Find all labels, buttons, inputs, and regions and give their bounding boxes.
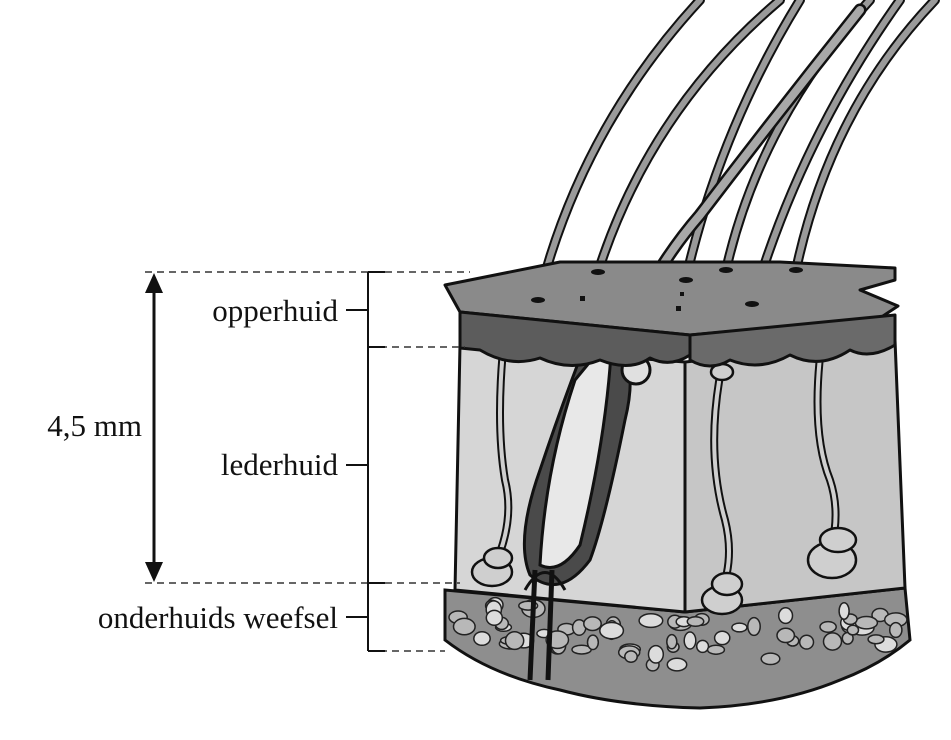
fat-lobule (822, 632, 843, 651)
fat-lobule (599, 621, 625, 640)
sweat-glands (491, 326, 840, 599)
hair-follicle (522, 328, 632, 681)
label-subcutis: onderhuids weefsel (98, 600, 338, 635)
fat-lobules (448, 596, 908, 672)
fat-lobule (777, 607, 794, 625)
fat-lobule (846, 624, 860, 636)
fat-lobule (586, 634, 600, 651)
fat-lobule (504, 631, 525, 651)
fat-lobule (747, 616, 761, 637)
fat-lobule (666, 657, 688, 672)
sweat-duct (493, 328, 511, 567)
fat-lobule (760, 652, 781, 666)
hair (793, 0, 938, 273)
fat-lobule (666, 633, 678, 650)
hair-root (527, 569, 555, 681)
fat-lobule (706, 644, 726, 655)
fat-lobule (638, 613, 664, 629)
fat-lobule (798, 634, 815, 650)
layer-bracket (346, 271, 385, 652)
label-thickness: 4,5 mm (47, 408, 142, 443)
fat-lobule (452, 617, 476, 636)
fat-lobule (583, 616, 602, 632)
fat-lobule (473, 630, 491, 647)
hair (721, 0, 875, 275)
hair-bulb (523, 571, 567, 591)
fat-lobule (695, 639, 710, 654)
hair (683, 0, 803, 281)
fat-lobule (624, 650, 638, 664)
hair (723, 0, 873, 273)
fat-lobule (838, 602, 850, 620)
sweat-duct (815, 338, 838, 547)
hair (535, 0, 703, 303)
hair (595, 0, 783, 275)
fat-lobule (867, 634, 885, 645)
fat-lobule (888, 621, 903, 639)
pores (531, 267, 803, 311)
label-epidermis: opperhuid (212, 293, 338, 328)
fat-lobule (819, 620, 837, 633)
hair (681, 0, 805, 283)
fat-lobule (647, 644, 665, 664)
fat-lobule (713, 630, 731, 646)
fat-lobule (485, 609, 504, 626)
fat-lobule (686, 615, 705, 628)
fat-lobule (731, 622, 748, 633)
fat-lobule (776, 627, 796, 644)
fat-lobule (854, 615, 879, 630)
sweat-duct (712, 363, 731, 597)
label-dermis: lederhuid (221, 447, 339, 482)
thickness-arrow (145, 273, 163, 582)
epidermis-slab (443, 260, 900, 368)
fat-lobule (683, 631, 697, 650)
